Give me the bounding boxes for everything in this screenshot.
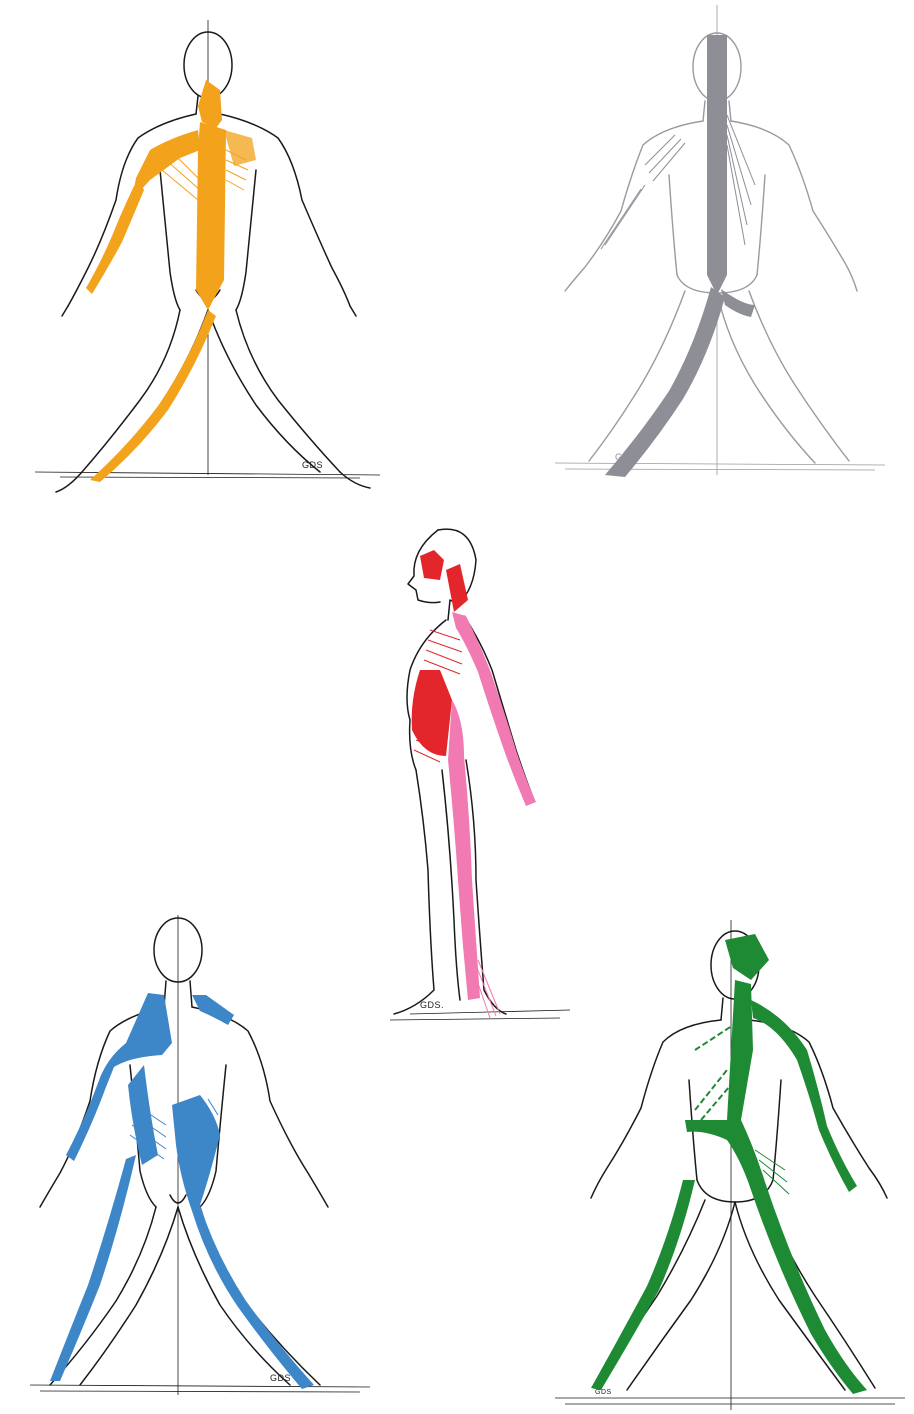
front-figure-orange-drawing: GDS: [20, 10, 400, 500]
signature: GDS: [302, 460, 323, 470]
anatomy-line-green: [591, 934, 867, 1394]
anatomy-line-pink: [448, 612, 536, 1018]
ground-line: [410, 1010, 570, 1014]
front-figure-blue: GDS: [20, 915, 380, 1405]
signature: GDS: [595, 1389, 612, 1396]
ground-line: [35, 472, 380, 475]
back-figure-green-drawing: GDS: [555, 920, 905, 1410]
signature: GDS: [270, 1373, 291, 1383]
side-figure-red-pink-drawing: GDS.: [380, 520, 580, 1040]
signature: GDS.: [420, 1000, 444, 1010]
front-figure-orange: GDS: [20, 10, 400, 500]
back-figure-grey: GDS: [545, 5, 895, 490]
ground-line-2: [40, 1391, 360, 1392]
ground-line: [555, 463, 885, 465]
side-figure-red-pink: GDS.: [380, 520, 580, 1040]
signature: GDS: [615, 452, 636, 462]
front-figure-blue-drawing: GDS: [20, 915, 380, 1405]
back-figure-grey-drawing: GDS: [545, 5, 895, 490]
back-figure-green: GDS: [555, 920, 905, 1410]
ground-line-2: [390, 1018, 560, 1020]
ground-line: [30, 1385, 370, 1387]
anatomy-line-blue: [50, 993, 314, 1389]
